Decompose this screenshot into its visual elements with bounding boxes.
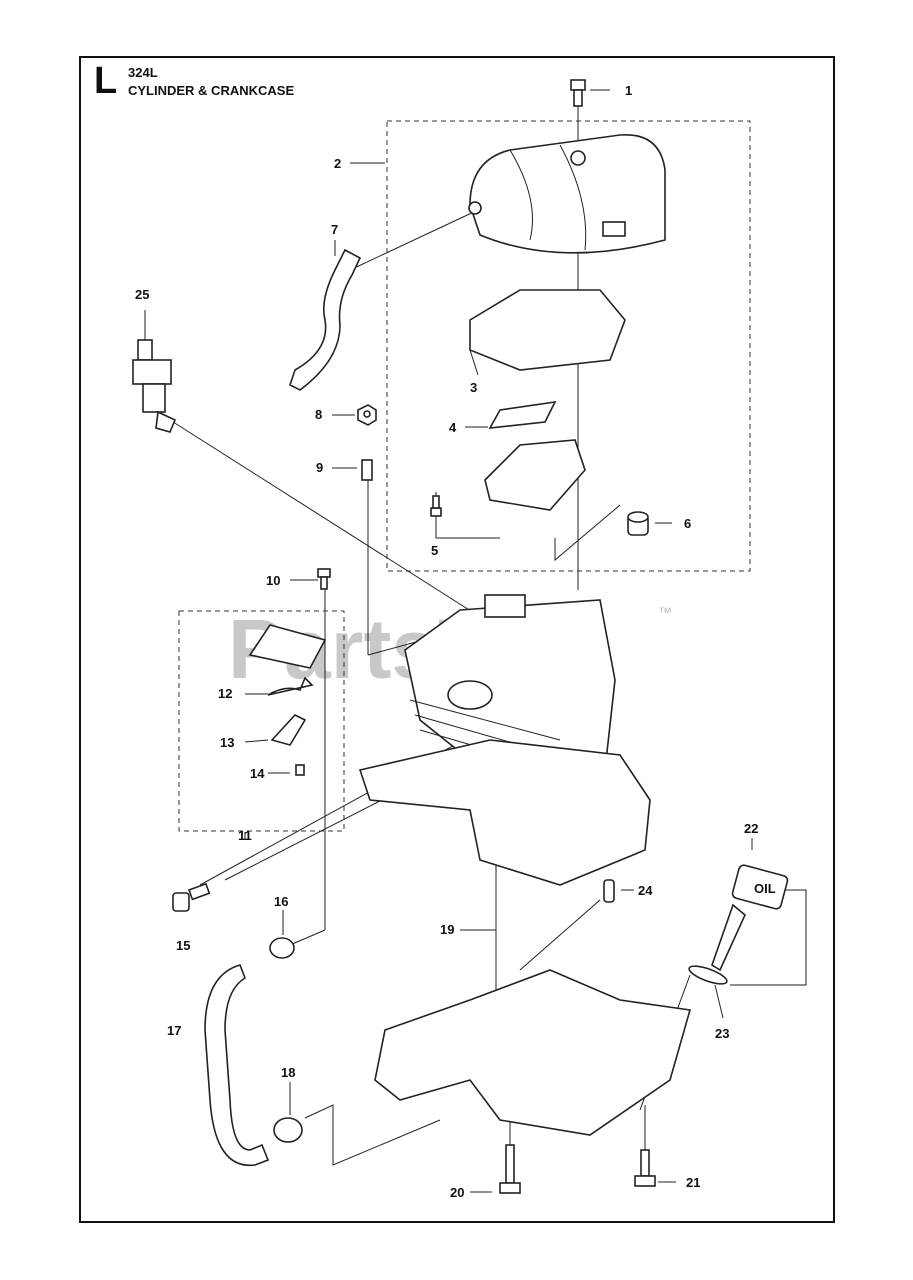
callout-8: 8 [315,407,322,422]
part-2-valve-cover [468,134,666,254]
callout-5: 5 [431,543,438,558]
model-number: 324L [128,65,158,80]
oil-cap-label: OIL [754,881,776,896]
part-20-bolt [499,1144,521,1194]
callout-7: 7 [331,222,338,237]
watermark-trademark: ™ [658,604,672,620]
part-16-clamp [269,937,295,959]
part-11-plate [248,624,327,669]
callout-24: 24 [638,883,653,898]
callout-13: 13 [220,735,234,750]
part-22-oil-cap: OIL [711,864,789,972]
callout-22: 22 [744,821,758,836]
part-10-screw [317,568,331,590]
part-25-spark-plug [132,339,177,433]
callout-10: 10 [266,573,280,588]
callout-16: 16 [274,894,288,909]
callout-1: 1 [625,83,632,98]
callout-3: 3 [470,380,477,395]
part-14-screw [295,764,305,776]
callout-numbers: 1 2 3 4 5 6 7 8 9 10 11 12 13 14 15 16 1… [135,83,758,1200]
part-13-bracket [270,714,307,746]
callout-25: 25 [135,287,149,302]
part-24-pin [603,879,615,903]
callout-21: 21 [686,1175,700,1190]
valve-bridge-plate [484,439,586,511]
part-19-crankcase-lower [374,969,692,1136]
part-3-gasket [469,289,626,371]
callout-19: 19 [440,922,454,937]
callout-2: 2 [334,156,341,171]
callout-15: 15 [176,938,190,953]
part-5-screw [430,495,442,517]
part-8-nut [357,404,377,426]
callout-17: 17 [167,1023,181,1038]
part-12-clip [267,676,314,696]
part-6-sleeve [627,511,649,536]
part-1-screw [570,79,586,107]
callout-6: 6 [684,516,691,531]
cylinder [404,594,616,771]
leader-lines [144,89,807,1193]
callout-9: 9 [316,460,323,475]
group-box-bracket [178,610,345,832]
part-23-washer [688,965,728,985]
part-4-filter [488,400,557,429]
callout-14: 14 [250,766,265,781]
callout-11: 11 [238,828,252,843]
diagram-frame [79,56,835,1223]
group-box-cover [386,120,751,572]
callout-12: 12 [218,686,232,701]
section-letter: L [94,60,118,102]
callout-23: 23 [715,1026,729,1041]
part-21-bolt [634,1149,656,1187]
crankcase-upper [358,739,651,886]
diagram-title: CYLINDER & CRANKCASE [128,83,295,98]
part-18-clamp [273,1117,303,1143]
part-9-stud [361,459,373,481]
part-7-hose [289,248,362,391]
part-17-hose [204,964,270,1167]
callout-20: 20 [450,1185,464,1200]
callout-4: 4 [449,420,457,435]
part-15-screw [172,882,211,912]
callout-18: 18 [281,1065,295,1080]
